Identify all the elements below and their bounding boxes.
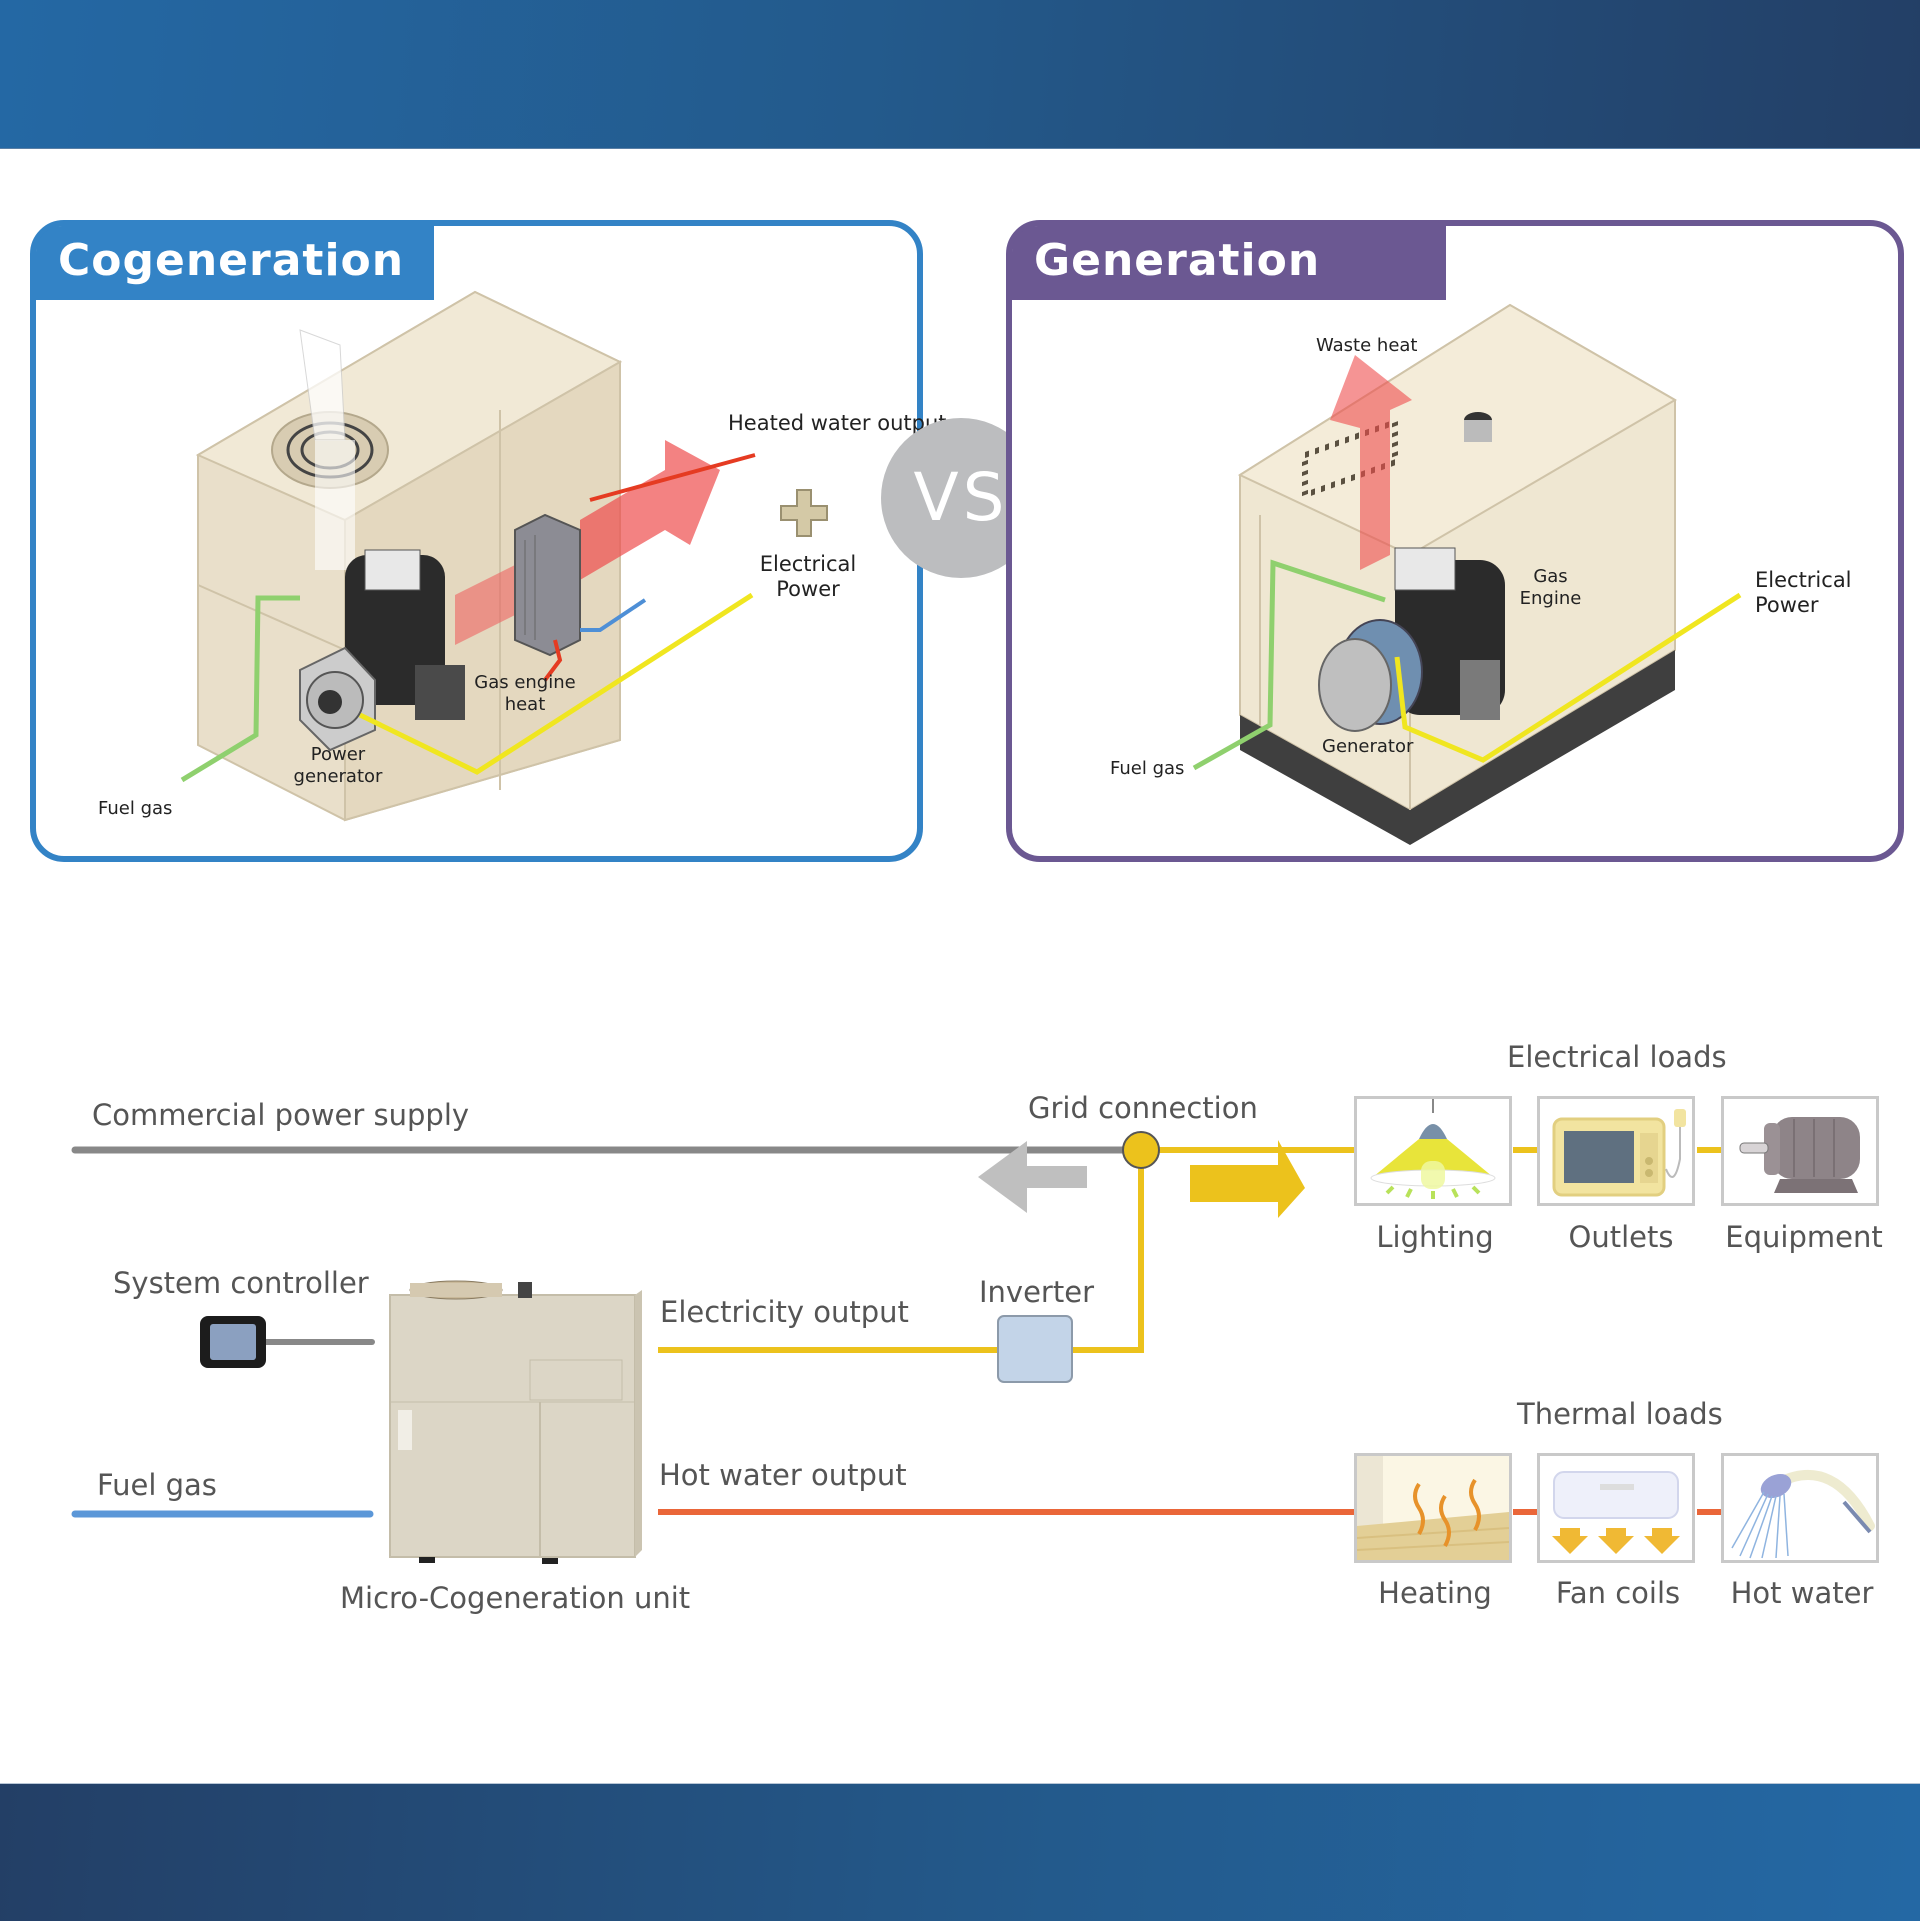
electrical-power-line: [358, 592, 754, 775]
thermal-loads-title: Thermal loads: [1517, 1397, 1723, 1431]
hot-water-label: Hot water: [1730, 1576, 1874, 1610]
fuel-gas-label: Fuel gas: [97, 1468, 217, 1502]
motor-icon: [1739, 1117, 1860, 1193]
power-generator-label: Power generator: [293, 744, 383, 787]
waste-heat-arrow: [1330, 355, 1412, 570]
microwave-icon: [1552, 1109, 1686, 1197]
footer-banner: [0, 1783, 1920, 1921]
power-generator-icon: [299, 646, 376, 752]
return-pipe: [580, 598, 647, 632]
load-heating: [1354, 1453, 1512, 1563]
hot-water-output-label: Hot water output: [659, 1458, 907, 1492]
fuel-gas-line: [1192, 559, 1386, 771]
commercial-power-supply-label: Commercial power supply: [92, 1098, 470, 1132]
waste-heat-label: Waste heat: [1316, 335, 1418, 356]
exhaust-stack-icon: [1464, 412, 1492, 442]
inverter-label: Inverter: [979, 1275, 1094, 1309]
hot-water-pipe: [589, 453, 756, 502]
generation-illustration: [1192, 303, 1742, 845]
heating-label: Heating: [1378, 1576, 1492, 1610]
gen-fuel-gas-label: Fuel gas: [1110, 758, 1185, 779]
air-conditioner-icon: [1552, 1471, 1680, 1554]
header-banner: [0, 0, 1920, 149]
grid-connection-node: [1122, 1131, 1160, 1169]
vent-grille-icon: [1302, 418, 1398, 500]
heat-exchanger-icon: [514, 513, 581, 657]
load-outlets: [1537, 1096, 1695, 1206]
gen-electrical-power-label: Electrical Power: [1755, 568, 1852, 618]
load-hot-water: [1721, 1453, 1879, 1563]
plus-icon: [780, 489, 828, 537]
gas-engine-icon: [345, 549, 465, 720]
export-arrow-icon: [978, 1141, 1087, 1213]
system-controller-label: System controller: [113, 1266, 369, 1300]
load-equipment: [1721, 1096, 1879, 1206]
fan-coils-label: Fan coils: [1555, 1576, 1681, 1610]
lamp-icon: [1370, 1099, 1496, 1199]
fuel-gas-line: [180, 595, 300, 783]
micro-cogeneration-unit-icon: [389, 1280, 642, 1564]
floor-heating-icon: [1357, 1456, 1509, 1560]
micro-cogeneration-unit-label: Micro-Cogeneration unit: [340, 1581, 691, 1615]
controller-screen: [210, 1324, 256, 1360]
load-fan-coils: [1537, 1453, 1695, 1563]
lighting-label: Lighting: [1376, 1220, 1494, 1254]
outlets-label: Outlets: [1568, 1220, 1674, 1254]
cogen-fuel-gas-label: Fuel gas: [98, 798, 173, 819]
cogeneration-illustration: [180, 290, 828, 822]
exhaust-fan-icon: [271, 329, 389, 570]
electrical-power-line: [1394, 592, 1742, 763]
gas-engine-label: Gas Engine: [1519, 566, 1582, 609]
electricity-output-label: Electricity output: [660, 1295, 909, 1329]
shower-icon: [1731, 1470, 1875, 1559]
cogeneration-title: Cogeneration: [36, 226, 434, 300]
grid-connection-label: Grid connection: [1028, 1091, 1258, 1125]
equipment-label: Equipment: [1725, 1220, 1883, 1254]
import-arrow-icon: [1190, 1140, 1305, 1218]
generation-title: Generation: [1012, 226, 1446, 300]
electrical-loads-title: Electrical loads: [1507, 1040, 1727, 1074]
engine-heat-pipe: [543, 639, 563, 682]
load-lighting: [1354, 1096, 1512, 1206]
cogen-electrical-power-label: Electrical Power: [759, 552, 857, 602]
generator-label: Generator: [1322, 736, 1414, 757]
inverter-box: [997, 1315, 1073, 1383]
gas-engine-heat-label: Gas engine heat: [474, 672, 576, 715]
